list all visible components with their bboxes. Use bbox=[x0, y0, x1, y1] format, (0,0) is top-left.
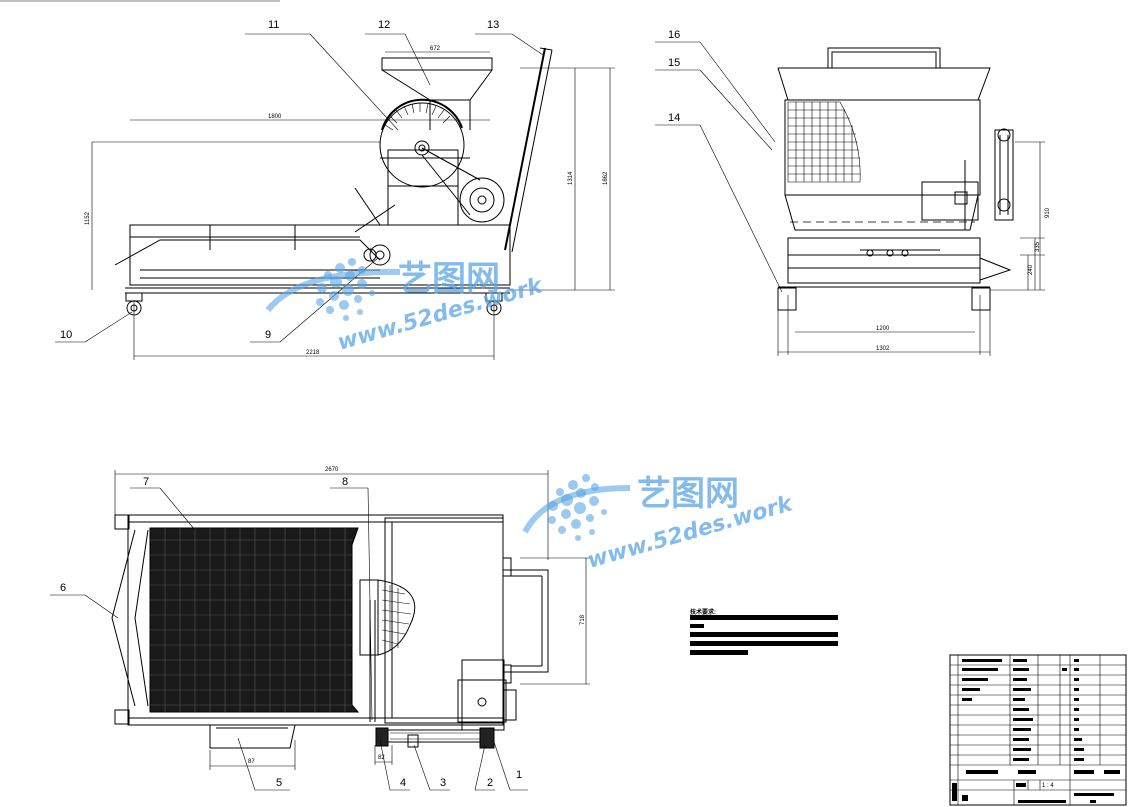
screen-mesh bbox=[149, 527, 360, 713]
balloon-1: 1 bbox=[516, 769, 522, 781]
title-block: 1 : 4 bbox=[949, 654, 1127, 806]
balloon-14: 14 bbox=[668, 112, 680, 124]
dim-side-base-inner: 1200 bbox=[876, 326, 890, 332]
dim-front-height-left: 1152 bbox=[85, 211, 91, 225]
notes-title: 技术要求: bbox=[690, 608, 716, 616]
dim-plan-length: 2670 bbox=[325, 467, 339, 473]
dim-front-height-right: 1862 bbox=[603, 171, 609, 185]
dim-side-base-outer: 1302 bbox=[876, 346, 890, 352]
balloon-6: 6 bbox=[60, 582, 66, 594]
dim-front-top: 672 bbox=[430, 46, 441, 52]
balloon-2: 2 bbox=[487, 777, 493, 789]
balloon-16: 16 bbox=[668, 29, 680, 41]
dim-plan-width: 718 bbox=[580, 614, 586, 625]
front-view: 672 1800 1152 1314 1862 2218 bbox=[85, 46, 615, 360]
dim-plan-small: 82 bbox=[378, 755, 385, 761]
dim-plan-hopper: 87 bbox=[248, 759, 255, 765]
motor bbox=[461, 659, 505, 731]
dim-front-height-mid: 1314 bbox=[568, 171, 574, 185]
balloon-10: 10 bbox=[60, 329, 72, 341]
balloon-7: 7 bbox=[143, 476, 149, 488]
balloon-11: 11 bbox=[268, 19, 279, 31]
balloon-5: 5 bbox=[276, 777, 282, 789]
plan-view: 2670 718 87 82 bbox=[111, 467, 590, 770]
balloons-side: 16 15 14 bbox=[655, 29, 783, 293]
watermark-2: 艺图网 www.52des.work bbox=[522, 474, 796, 574]
balloon-12: 12 bbox=[378, 19, 390, 31]
balloon-15: 15 bbox=[668, 57, 680, 69]
watermark-2-brand: 艺图网 bbox=[637, 474, 739, 514]
dim-front-base: 2218 bbox=[306, 350, 320, 356]
balloon-9: 9 bbox=[265, 329, 271, 341]
balloon-8: 8 bbox=[342, 476, 348, 488]
dim-side-h3: 240 bbox=[1028, 264, 1034, 275]
dim-front-width: 1800 bbox=[268, 114, 282, 120]
balloons-front: 11 12 13 10 9 bbox=[55, 19, 544, 343]
watermark-1: 艺图网 www.52des.work bbox=[265, 258, 546, 356]
technical-notes: 技术要求: bbox=[690, 608, 838, 655]
dim-side-h2: 335 bbox=[1035, 241, 1041, 252]
title-block-scale: 1 : 4 bbox=[1042, 783, 1054, 789]
side-view: 910 335 240 1200 1302 bbox=[777, 47, 1051, 356]
dim-side-h1: 910 bbox=[1045, 207, 1051, 218]
balloons-plan: 7 8 6 5 4 3 2 1 bbox=[50, 476, 528, 791]
balloon-13: 13 bbox=[487, 19, 499, 31]
balloon-4: 4 bbox=[400, 777, 406, 789]
balloon-3: 3 bbox=[440, 777, 446, 789]
watermark-1-brand: 艺图网 bbox=[398, 259, 500, 299]
drum bbox=[379, 102, 465, 188]
